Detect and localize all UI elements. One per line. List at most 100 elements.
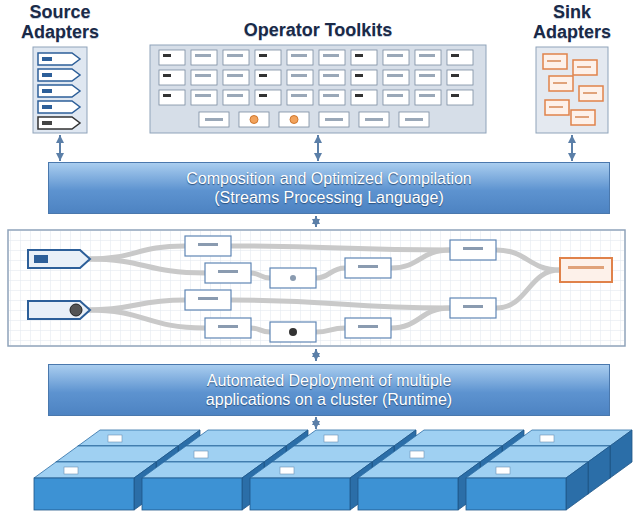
cube-side (566, 462, 588, 510)
source-tag (28, 301, 90, 319)
operator-icon (359, 112, 389, 127)
icon-mark (451, 74, 459, 77)
double-arrow (315, 216, 317, 227)
operator-icon (383, 70, 409, 85)
operator-icon (255, 50, 281, 65)
double-arrow (315, 349, 317, 361)
operator-icon (287, 90, 313, 105)
icon-mark (259, 94, 267, 97)
icon-mark (583, 92, 597, 94)
icon-mark (451, 94, 459, 97)
cube-icon (496, 467, 510, 474)
icon-mark (163, 74, 171, 77)
icon-mark (291, 74, 307, 77)
source-icon (70, 304, 82, 316)
sink-box (560, 258, 612, 282)
panel-ground (150, 45, 486, 133)
operator-icon (447, 70, 473, 85)
operator-marks (198, 243, 483, 336)
operator-icon (447, 90, 473, 105)
stream (231, 300, 450, 308)
operator-icon (199, 112, 229, 127)
connectors (60, 135, 572, 161)
operator-icon (159, 50, 185, 65)
cube-side (610, 430, 632, 478)
operator-icon (279, 112, 309, 127)
cube-front (358, 478, 458, 510)
operator-box (345, 258, 391, 278)
operator-icon (255, 70, 281, 85)
cube-front (466, 478, 566, 510)
icon-mark (163, 54, 171, 57)
icon-mark (575, 116, 589, 118)
icon-mark (387, 94, 403, 97)
operator-icon (351, 90, 377, 105)
cube-icon (108, 435, 122, 442)
source-icon (34, 255, 48, 263)
band-label: Automated Deployment of multiple applica… (179, 371, 479, 409)
icon-mark (419, 54, 435, 57)
operator-icon (351, 70, 377, 85)
sink-icon (549, 76, 573, 91)
icon-mark (163, 94, 171, 97)
stream (391, 308, 450, 328)
operator-icon (319, 70, 345, 85)
operator-box (270, 268, 316, 288)
icon-mark (42, 57, 52, 61)
panel-heading: Operator Toolkits (146, 20, 490, 40)
sink-icon (579, 86, 603, 101)
icon-mark (227, 54, 243, 57)
icon-mark (325, 118, 343, 121)
icon-mark (323, 54, 339, 57)
stream (251, 328, 270, 332)
adapter-panel: Sink Adapters (514, 2, 630, 134)
operator-icon (415, 90, 441, 105)
double-arrow (315, 417, 317, 429)
band-label: Composition and Optimized Compilation (S… (159, 169, 499, 207)
icon-mark (291, 54, 307, 57)
sink-icon (545, 100, 569, 115)
operator-icon (351, 50, 377, 65)
cube-icon (324, 435, 338, 442)
operator-icon (383, 90, 409, 105)
operator-icon (319, 50, 345, 65)
icon-mark (355, 94, 363, 97)
source-icon (38, 53, 80, 65)
source-icon (38, 85, 80, 97)
double-arrow-connector (317, 135, 319, 161)
panel-heading: Source Adapters (4, 2, 116, 42)
sink-icon (573, 60, 597, 75)
icon-mark (553, 82, 567, 84)
icon-mark (387, 54, 403, 57)
cube-front (34, 478, 134, 510)
icon-mark (355, 54, 363, 57)
sink-panel-art (535, 46, 609, 134)
icon-mark (291, 94, 307, 97)
flow-graph (8, 230, 625, 346)
icon-mark (42, 89, 52, 93)
operator-box (270, 322, 316, 342)
operator-box (450, 240, 496, 260)
icon-mark (290, 116, 298, 124)
operator-box (205, 263, 251, 283)
icon-mark (549, 106, 563, 108)
operator-icon (319, 112, 349, 127)
operator-box (450, 298, 496, 318)
icon-mark (419, 74, 435, 77)
stream (316, 268, 345, 278)
operator-icon (191, 90, 217, 105)
operator-icon (287, 70, 313, 85)
icon-mark (42, 121, 52, 125)
icon-mark (419, 94, 435, 97)
operator-icon (239, 112, 269, 127)
icon-mark (451, 54, 459, 57)
operator-box (345, 318, 391, 338)
icon-mark (323, 74, 339, 77)
src-panel-art (32, 46, 88, 134)
operator-icon (191, 70, 217, 85)
source-icon (38, 101, 80, 113)
cube-icon (410, 451, 424, 458)
stream (251, 273, 270, 278)
icon-mark (195, 54, 211, 57)
